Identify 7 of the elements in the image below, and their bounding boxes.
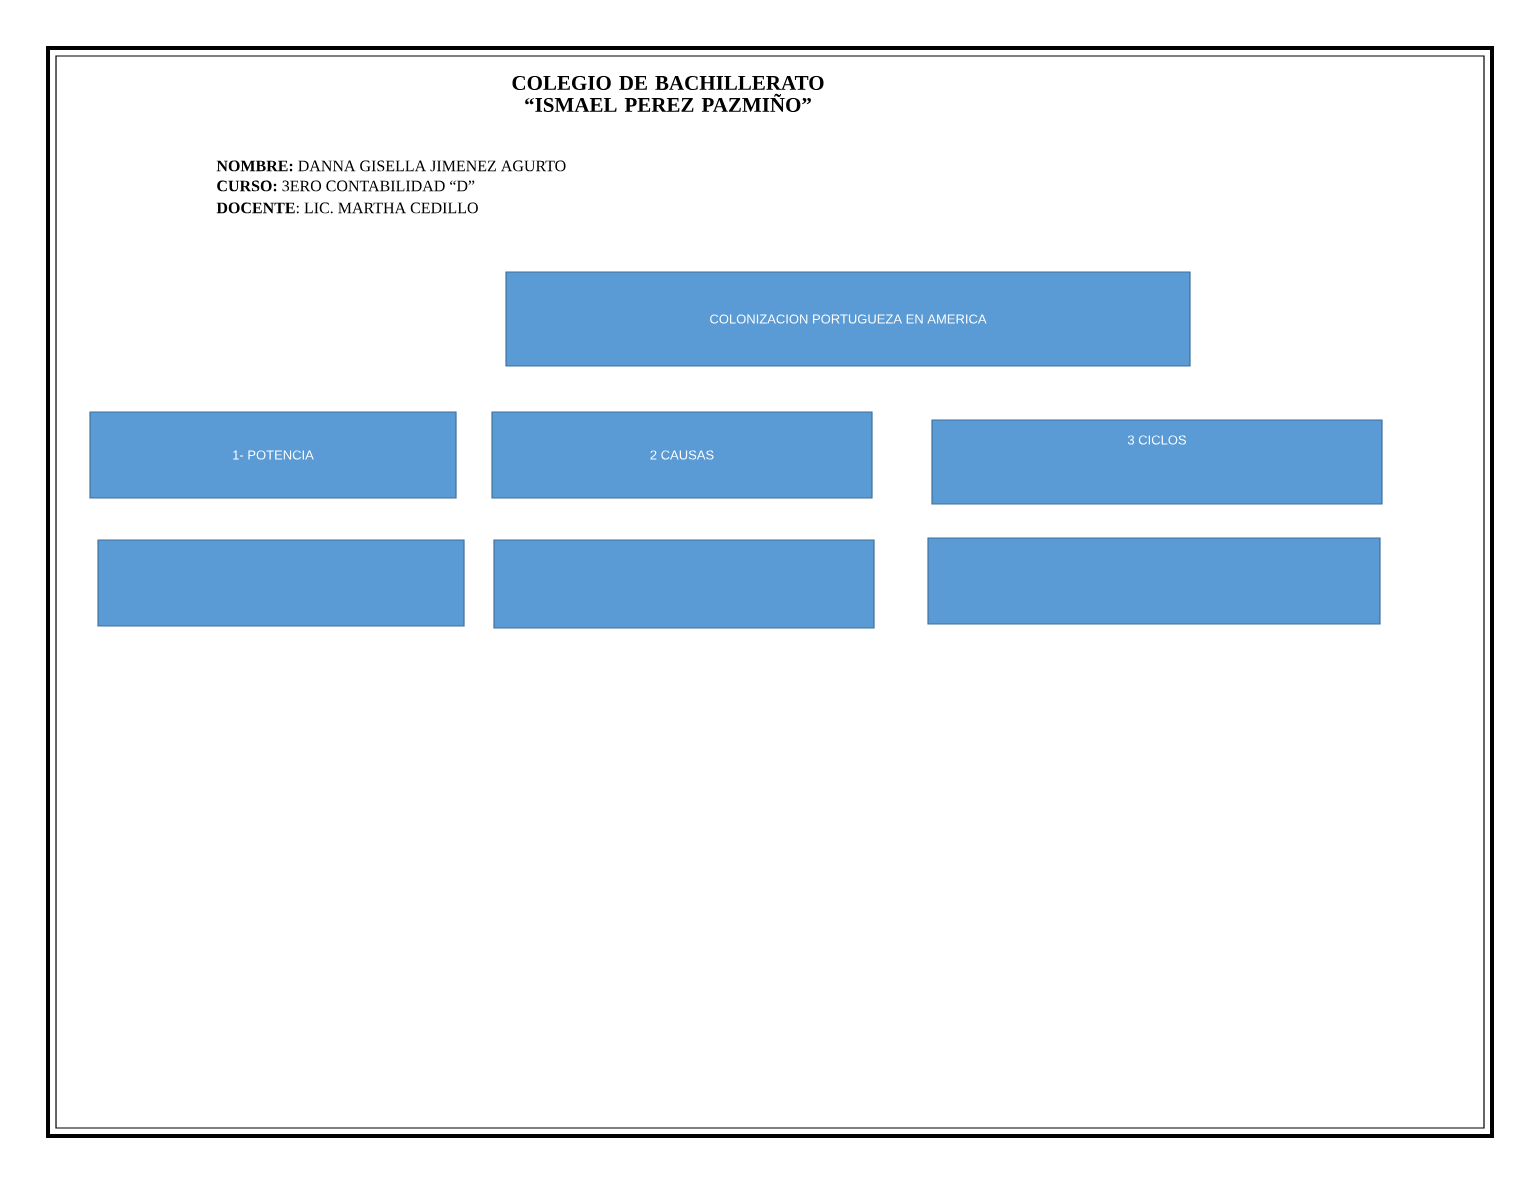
empty-box bbox=[493, 539, 875, 629]
info-text: DOCENTE: LIC. MARTHA CEDILLO bbox=[216, 202, 478, 214]
info-text: NOMBRE: DANNA GISELLA JIMENEZ AGURTO bbox=[216, 160, 566, 172]
empty-box bbox=[97, 539, 465, 627]
title: COLEGIO DE BACHILLERATO “ISMAEL PEREZ PAZMIÑO” bbox=[512, 75, 824, 113]
empty-box bbox=[927, 537, 1381, 625]
info-text: CURSO: 3ERO CONTABILIDAD “D” bbox=[217, 180, 475, 192]
